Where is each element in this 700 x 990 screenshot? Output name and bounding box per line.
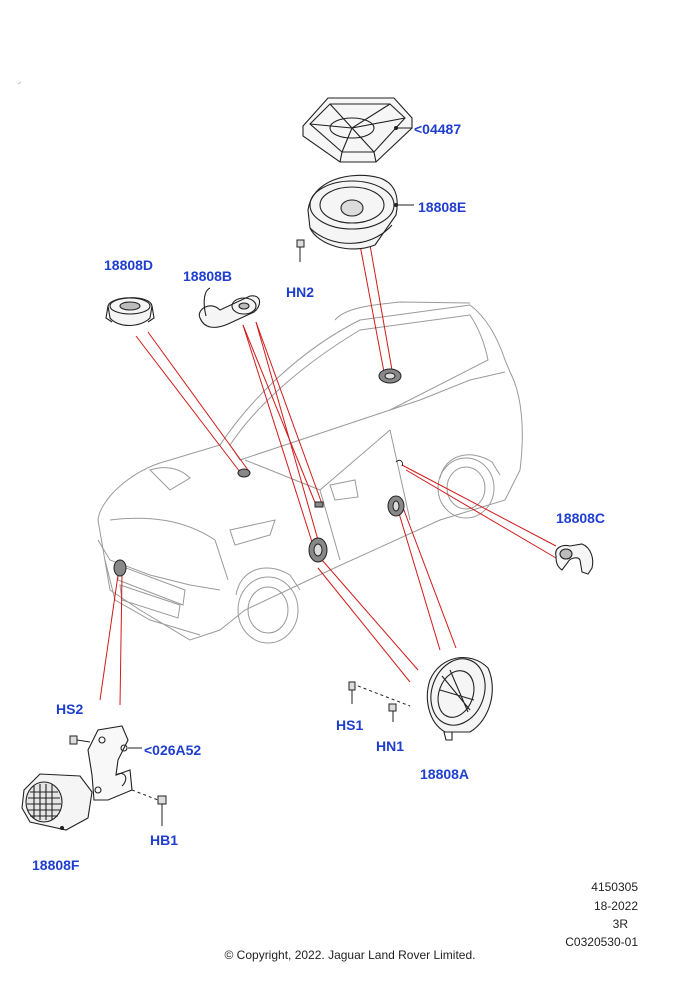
speaker-18808A [426,656,493,741]
tweeter-18808B [198,287,261,328]
front-door-speaker-location [308,537,328,563]
callout-18808D: 18808D [104,257,154,273]
callout-HN2: HN2 [286,284,315,300]
speaker-grille-04487 [302,97,413,163]
callout-HS2: HS2 [56,701,84,717]
copyright-notice: © Copyright, 2022. Jaguar Land Rover Lim… [224,948,476,962]
diagram-reference: C0320530-01 [565,935,638,949]
callout-18808B: 18808B [183,268,233,284]
screw-HN1 [388,703,397,722]
sound-generator-18808F [21,773,93,831]
screw-HN2 [296,239,305,262]
bolt-HB1 [157,795,167,826]
bracket-026A52 [87,725,133,801]
tweeter-18808D [105,297,155,327]
callout-HB1: HB1 [150,832,179,848]
callout-18808A: 18808A [420,766,470,782]
front-bumper-speaker-location [113,559,127,577]
leader-lines [99,244,557,706]
dash-speaker-location [237,468,251,478]
diagram-date: 18-2022 [593,899,638,913]
speaker-18808C [555,543,594,575]
rear-pillar-speaker-location [395,459,403,467]
callout-18808C: 18808C [556,510,606,526]
mirror-speaker-location [314,501,324,508]
roof-speaker-location [378,368,402,384]
screw-HS2 [69,735,91,745]
diagram-code: 4150305 [591,880,638,894]
callout-026A52: <026A52 [144,742,202,758]
callout-04487: <04487 [414,121,462,137]
callout-18808F: 18808F [32,857,80,873]
callout-18808E: 18808E [418,199,467,215]
corner-mark [17,81,22,85]
rear-door-speaker-location [387,495,405,517]
diagram-revision: 3R [612,917,628,931]
callout-HN1: HN1 [376,738,405,754]
speaker-18808E [307,174,398,250]
screw-HS1 [348,681,356,704]
callout-HS1: HS1 [336,717,364,733]
